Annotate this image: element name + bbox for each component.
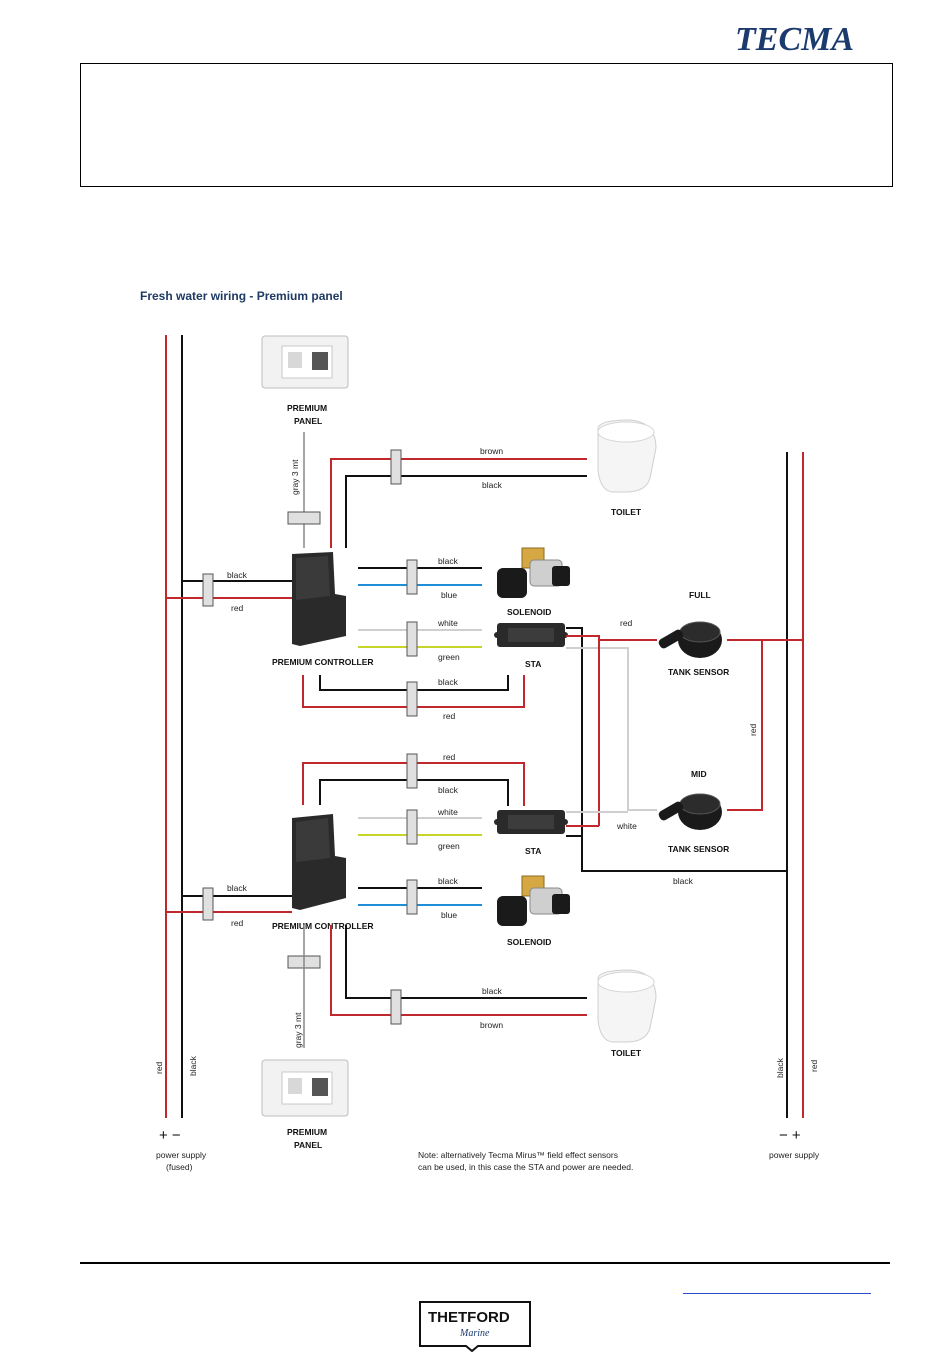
top-toilet-black-wire: [345, 475, 587, 548]
connector-top-toilet: [390, 449, 402, 485]
sta-white-sensor-label: white: [616, 821, 637, 831]
connector-top-sta: [406, 621, 418, 657]
bottom-sta-white-label: white: [437, 807, 458, 817]
toilet-bottom: [597, 969, 657, 1043]
sta-top-label: STA: [525, 659, 541, 669]
sta-red-sensor-label: red: [620, 618, 633, 628]
diagram-title: Fresh water wiring - Premium panel: [140, 289, 343, 303]
solenoid-top-label: SOLENOID: [507, 607, 551, 617]
left-red-bus-label: red: [154, 1061, 164, 1074]
tank-sensor-mid-label: TANK SENSOR: [668, 844, 729, 854]
left-power-label-1: power supply: [156, 1150, 207, 1160]
top-toilet-brown-label: brown: [480, 446, 503, 456]
top-toilet-brown-wire: [330, 458, 587, 548]
tecma-logo-text: TECMA: [735, 22, 854, 54]
bottom-loop-black-label: black: [438, 785, 459, 795]
top-solenoid-blue-label: blue: [441, 590, 457, 600]
sta-top: [494, 623, 568, 647]
connector-bottom-toilet: [390, 989, 402, 1025]
solenoid-top: [497, 547, 570, 598]
bottom-toilet-brown-label: brown: [480, 1020, 503, 1030]
sta-bottom: [494, 810, 568, 834]
bottom-feed-red-label: red: [231, 918, 244, 928]
mid-sensor-red-label: red: [748, 723, 758, 736]
premium-panel-top-label-2: PANEL: [294, 416, 322, 426]
top-sta-white-label: white: [437, 618, 458, 628]
tecma-logo: TECMA: [735, 21, 897, 59]
tank-sensor-mid: [658, 793, 722, 830]
bottom-loop-red-label: red: [443, 752, 456, 762]
premium-panel-bottom-label-2: PANEL: [294, 1140, 322, 1150]
top-solenoid-black-label: black: [438, 556, 459, 566]
connector-top-solenoid: [406, 559, 418, 595]
left-power-symbols: + −: [159, 1127, 181, 1144]
right-power-label: power supply: [769, 1150, 820, 1160]
connector-bottom-feed: [202, 887, 214, 921]
right-power-symbols: − +: [779, 1127, 801, 1144]
solenoid-bottom-label: SOLENOID: [507, 937, 551, 947]
mid-sensor-red-wire: [727, 640, 763, 811]
premium-controller-top-label: PREMIUM CONTROLLER: [272, 657, 374, 667]
sta-bottom-label: STA: [525, 846, 541, 856]
premium-controller-bottom: [292, 814, 346, 910]
sta-black-return-wire: [566, 627, 787, 872]
bottom-toilet-black-wire: [345, 925, 587, 999]
left-power-label-2: (fused): [166, 1162, 193, 1172]
bottom-feed-black-label: black: [227, 883, 248, 893]
tank-sensor-full-label: TANK SENSOR: [668, 667, 729, 677]
thetford-logo-text: THETFORD: [428, 1309, 510, 1326]
connector-bottom-loop: [406, 753, 418, 789]
footer-link[interactable]: [683, 1283, 871, 1294]
solenoid-bottom: [497, 875, 570, 926]
gray-cable-bottom-label: gray 3 mt: [293, 1012, 303, 1048]
tank-sensor-mid-title: MID: [691, 769, 707, 779]
left-black-bus-label: black: [188, 1055, 198, 1076]
premium-panel-bottom-label-1: PREMIUM: [287, 1127, 327, 1137]
premium-panel-top-label-1: PREMIUM: [287, 403, 327, 413]
toilet-bottom-label: TOILET: [611, 1048, 642, 1058]
connector-gray-top: [287, 511, 321, 525]
bottom-toilet-brown-wire: [330, 925, 587, 1016]
header-box: [80, 63, 893, 187]
note-line-2: can be used, in this case the STA and po…: [418, 1162, 633, 1172]
connector-bottom-solenoid: [406, 879, 418, 915]
top-toilet-black-label: black: [482, 480, 503, 490]
tank-sensor-full: [658, 621, 722, 658]
connector-top-loop: [406, 681, 418, 717]
connector-bottom-sta: [406, 809, 418, 845]
premium-panel-top: [261, 335, 349, 389]
top-sta-green-label: green: [438, 652, 460, 662]
note-line-1: Note: alternatively Tecma Mirus™ field e…: [418, 1150, 618, 1160]
top-sta-red-sensor-wire: [566, 635, 657, 641]
bottom-sta-green-label: green: [438, 841, 460, 851]
connector-top-feed: [202, 573, 214, 607]
thetford-logo-sub: Marine: [459, 1328, 490, 1339]
top-loop-black-label: black: [438, 677, 459, 687]
premium-controller-bottom-label: PREMIUM CONTROLLER: [272, 921, 374, 931]
premium-controller-top: [292, 552, 346, 646]
sta-white-sensor-wire: [566, 647, 657, 811]
bottom-toilet-black-label: black: [482, 986, 503, 996]
top-loop-red-label: red: [443, 711, 456, 721]
bottom-solenoid-blue-label: blue: [441, 910, 457, 920]
top-feed-black-label: black: [227, 570, 248, 580]
gray-cable-top-label: gray 3 mt: [290, 459, 300, 495]
right-red-bus-label: red: [809, 1059, 819, 1072]
thetford-logo: THETFORD Marine: [418, 1300, 534, 1357]
right-black-bus-label: black: [775, 1057, 785, 1078]
toilet-top-label: TOILET: [611, 507, 642, 517]
footer-rule: [80, 1262, 890, 1264]
top-feed-red-label: red: [231, 603, 244, 613]
premium-panel-bottom: [261, 1059, 349, 1117]
tank-sensor-full-title: FULL: [689, 590, 711, 600]
bottom-solenoid-black-label: black: [438, 876, 459, 886]
toilet-top: [597, 419, 657, 493]
sta-black-return-label: black: [673, 876, 694, 886]
